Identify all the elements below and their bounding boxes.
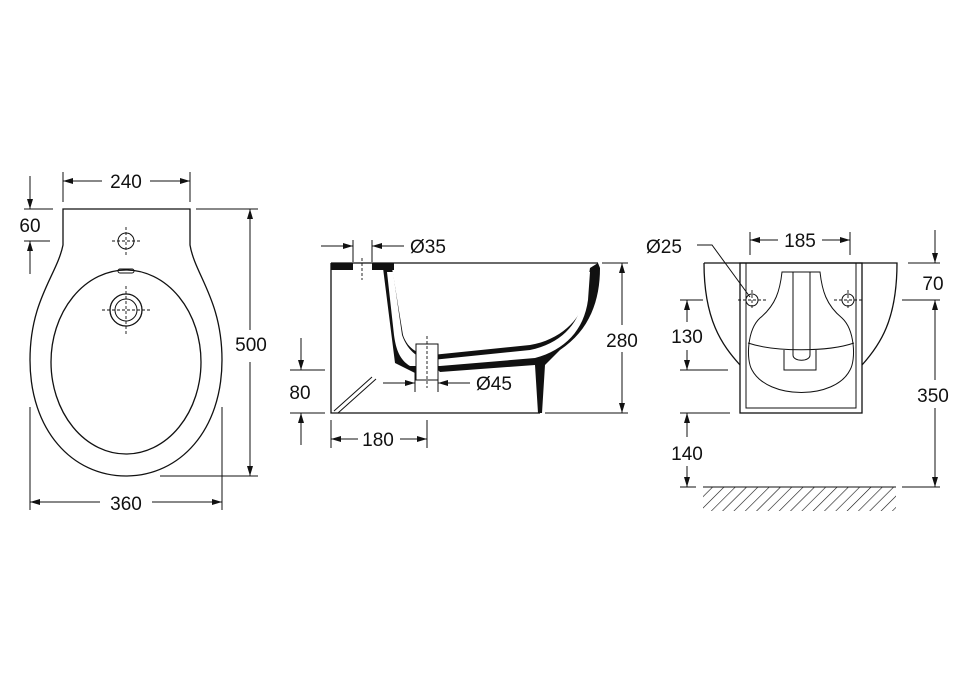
dim-185: 185 — [784, 231, 816, 252]
bowl-inner-outline — [50, 269, 202, 455]
front-view: Ø25 185 70 350 130 140 — [646, 230, 949, 511]
dim-140: 140 — [671, 444, 703, 465]
mounting-plate — [739, 262, 863, 414]
waste-pipe — [333, 376, 377, 414]
front-outline — [703, 262, 898, 366]
overflow-slot — [117, 268, 135, 274]
dim-350: 350 — [917, 386, 949, 407]
dim-80: 80 — [289, 383, 310, 404]
dim-500: 500 — [235, 335, 267, 356]
dim-fixing-hole: Ø25 — [646, 237, 682, 258]
dim-360: 360 — [110, 494, 142, 515]
dim-240: 240 — [110, 172, 142, 193]
dim-60: 60 — [19, 216, 40, 237]
dim-280: 280 — [606, 331, 638, 352]
floor-hatch — [703, 487, 896, 511]
dim-70: 70 — [922, 274, 943, 295]
dim-180: 180 — [362, 430, 394, 451]
dim-130: 130 — [671, 327, 703, 348]
tap-hole — [117, 232, 135, 250]
side-view: 280 Ø35 Ø45 80 180 — [289, 237, 637, 451]
top-view: 240 60 500 360 — [19, 172, 267, 515]
dim-drain: Ø45 — [476, 374, 512, 395]
dim-tap-hole: Ø35 — [410, 237, 446, 258]
bidet-outline-top — [29, 208, 223, 477]
